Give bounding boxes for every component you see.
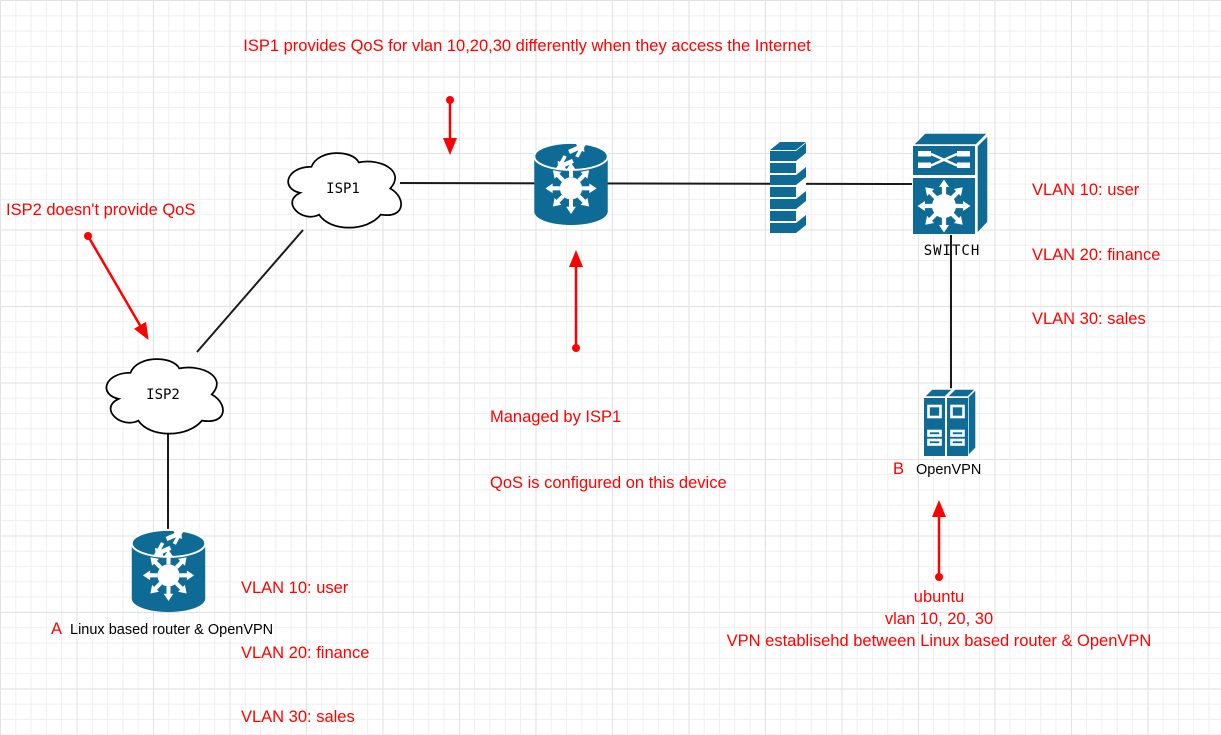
- linux-router-caption: Linux based router & OpenVPN: [70, 622, 274, 638]
- vlan-line: VLAN 10: user: [1032, 181, 1140, 199]
- cloud-icon: [287, 152, 402, 229]
- vpn-note-line3: VPN establisehd between Linux based rout…: [726, 632, 1152, 650]
- edge-isp2-isp1[interactable]: [196, 229, 304, 353]
- openvpn-marker-letter: B: [893, 460, 905, 478]
- linux-router-marker-letter: A: [51, 620, 63, 638]
- annotation-vlans-switch[interactable]: VLAN 10: user VLAN 20: finance VLAN 30: …: [1032, 137, 1160, 374]
- vlan-line: VLAN 20: finance: [241, 643, 370, 662]
- annotation-arrow-managed-by-isp1[interactable]: [569, 250, 583, 352]
- annotation-managed-by-isp1[interactable]: Managed by ISP1 QoS is configured on thi…: [490, 362, 727, 538]
- node-firewall firewall-icon[interactable]: [766, 141, 810, 234]
- vlan-line: VLAN 20: finance: [1032, 245, 1161, 264]
- annotation-managed-line2: QoS is configured on this device: [490, 474, 727, 492]
- annotation-arrow-isp2-no-qos[interactable]: [84, 232, 149, 340]
- vpn-note-line2: vlan 10, 20, 30: [884, 610, 994, 628]
- openvpn-caption: OpenVPN: [916, 462, 982, 478]
- annotation-arrow-vpn-note[interactable]: [932, 500, 946, 581]
- node-cloud-isp1[interactable]: ISP1: [280, 145, 406, 232]
- cloud-icon: [105, 358, 224, 435]
- vlan-line: VLAN 30: sales: [241, 708, 355, 726]
- node-openvpn-servers servers-icon[interactable]: [922, 383, 978, 458]
- openvpn-label[interactable]: B OpenVPN: [893, 460, 981, 479]
- annotation-managed-line1: Managed by ISP1: [490, 408, 622, 426]
- annotation-vpn-note[interactable]: ubuntu vlan 10, 20, 30 VPN establisehd b…: [664, 586, 1214, 652]
- node-isp1-router router-icon[interactable]: [532, 140, 610, 227]
- edge-isp1-router-firewall-switch[interactable]: [399, 182, 914, 185]
- node-linux-router router-icon[interactable]: [129, 527, 208, 614]
- switch-label[interactable]: SWITCH: [923, 243, 981, 259]
- annotation-isp1-qos[interactable]: ISP1 provides QoS for vlan 10,20,30 diff…: [243, 37, 811, 55]
- linux-router-label[interactable]: A Linux based router & OpenVPN: [51, 620, 273, 639]
- node-switch l3-switch-icon[interactable]: [911, 131, 989, 236]
- annotation-vlans-router[interactable]: VLAN 10: user VLAN 20: finance VLAN 30: …: [241, 535, 369, 735]
- vlan-line: VLAN 10: user: [241, 579, 349, 597]
- vpn-note-line1: ubuntu: [913, 588, 965, 606]
- annotation-arrow-isp1-qos[interactable]: [443, 96, 457, 155]
- annotation-isp2-no-qos[interactable]: ISP2 doesn't provide QoS: [6, 201, 196, 219]
- vlan-line: VLAN 30: sales: [1032, 310, 1146, 328]
- node-cloud-isp2[interactable]: ISP2: [98, 351, 228, 438]
